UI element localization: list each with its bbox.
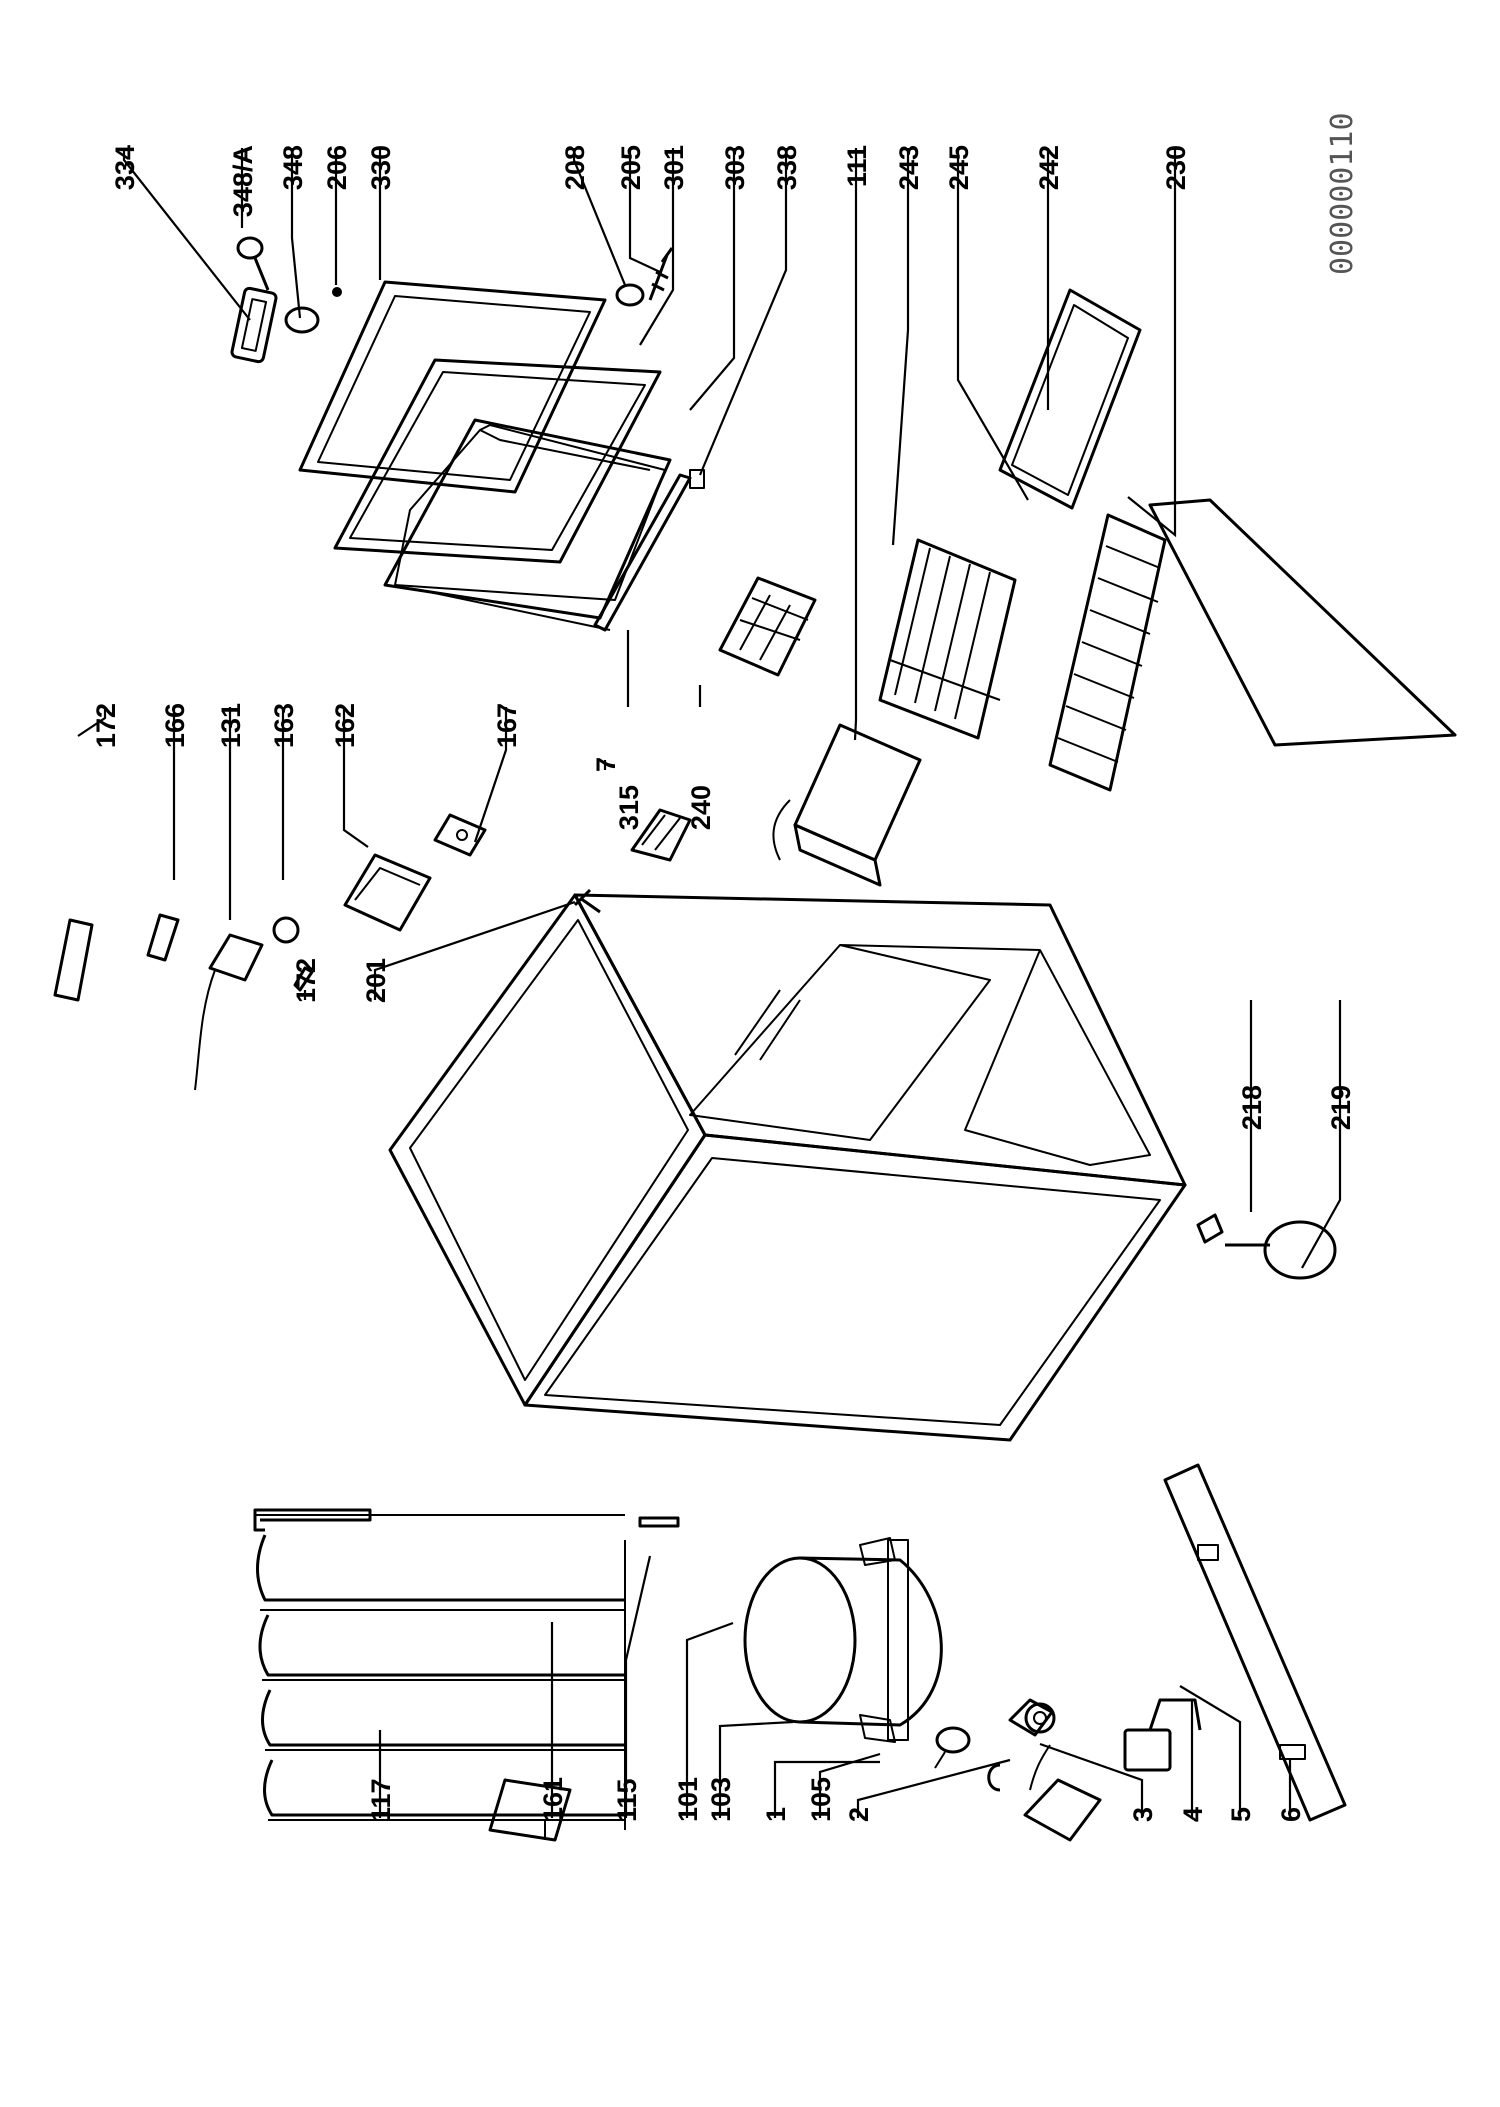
part-243-wire-shelf-small	[878, 538, 1017, 740]
part-167-label	[433, 813, 487, 857]
label-208: 208	[560, 145, 590, 190]
fridge-cabinet	[388, 893, 1187, 1442]
label-162: 162	[330, 703, 360, 748]
label-5: 5	[1226, 1807, 1256, 1822]
label-243: 243	[894, 145, 924, 190]
part-219-adjustable-foot	[1225, 1220, 1337, 1280]
part-218-foot-base	[1196, 1213, 1224, 1244]
part-103-relay	[934, 1726, 971, 1769]
label-301: 301	[659, 145, 689, 190]
label-101: 101	[673, 1777, 703, 1822]
part-206-pin	[332, 287, 342, 297]
part-3-grommet	[1024, 1702, 1056, 1734]
label-172-small: 172	[291, 958, 321, 1003]
label-163: 163	[269, 703, 299, 748]
part-166-plate	[146, 913, 180, 962]
label-131: 131	[216, 703, 246, 748]
label-218: 218	[1237, 1085, 1267, 1130]
part-131-thermostat	[194, 933, 264, 1091]
label-348: 348	[278, 145, 308, 190]
label-315: 315	[614, 785, 644, 830]
part-315-door-shelf	[593, 473, 692, 632]
part-101-compressor	[743, 1537, 943, 1743]
label-348a: 348/A	[228, 145, 258, 217]
leader-lines	[77, 148, 1342, 1818]
part-117-condenser-coil	[253, 1508, 626, 1840]
part-labels: 334 348/A 348 206 330 208 205 301 303 33…	[91, 145, 1356, 1822]
part-1-clip	[987, 1763, 1001, 1792]
part-348-cap	[284, 306, 320, 334]
label-172-top: 172	[91, 703, 121, 748]
label-105: 105	[806, 1777, 836, 1822]
label-166: 166	[160, 703, 190, 748]
part-163-knob	[272, 916, 300, 944]
part-4-block	[1123, 1728, 1172, 1772]
label-334: 334	[110, 145, 140, 190]
part-115-dryer	[638, 1516, 680, 1528]
part-338-clip	[689, 469, 705, 489]
label-6: 6	[1276, 1807, 1306, 1822]
part-303-inner-door	[383, 418, 672, 631]
part-348a-screw	[236, 236, 270, 291]
label-303: 303	[720, 145, 750, 190]
part-242-glass-shelf	[998, 288, 1142, 510]
part-245-wire-shelf	[1048, 513, 1167, 792]
part-161-holder	[488, 1778, 572, 1842]
label-3: 3	[1128, 1807, 1158, 1822]
label-206: 206	[322, 145, 352, 190]
part-6-back-panel	[1163, 1463, 1347, 1822]
label-1: 1	[761, 1807, 791, 1822]
label-330: 330	[366, 145, 396, 190]
part-208-hinge	[615, 283, 645, 307]
label-161: 161	[538, 1777, 568, 1822]
label-240: 240	[686, 785, 716, 830]
label-230: 230	[1161, 145, 1191, 190]
label-117: 117	[366, 1778, 396, 1822]
label-205: 205	[616, 145, 646, 190]
document-code: 000000110	[1325, 112, 1360, 275]
part-5-bracket	[1148, 1698, 1202, 1731]
part-172-bracket-top	[53, 918, 94, 1002]
label-245: 245	[944, 145, 974, 190]
part-334-handle	[230, 286, 278, 364]
label-338: 338	[772, 145, 802, 190]
label-2: 2	[844, 1807, 874, 1822]
label-219: 219	[1326, 1085, 1356, 1130]
part-162-lamp-cover	[343, 853, 432, 932]
label-7: 7	[591, 757, 621, 772]
part-230-panel	[1148, 498, 1457, 747]
part-7-lamp-holder	[630, 808, 692, 862]
label-115: 115	[612, 1778, 642, 1822]
part-111-cover-box	[772, 723, 922, 887]
part-301-door-seal	[333, 358, 662, 564]
label-242: 242	[1034, 145, 1064, 190]
part-172-bracket-small	[293, 966, 314, 992]
label-103: 103	[706, 1777, 736, 1822]
label-167: 167	[492, 703, 522, 748]
label-201: 201	[361, 958, 391, 1003]
label-4: 4	[1178, 1807, 1208, 1822]
label-111: 111	[842, 145, 872, 187]
part-205-bolt	[648, 247, 674, 301]
part-2-terminal-cover	[1023, 1744, 1102, 1842]
part-240-egg-tray	[718, 576, 817, 677]
